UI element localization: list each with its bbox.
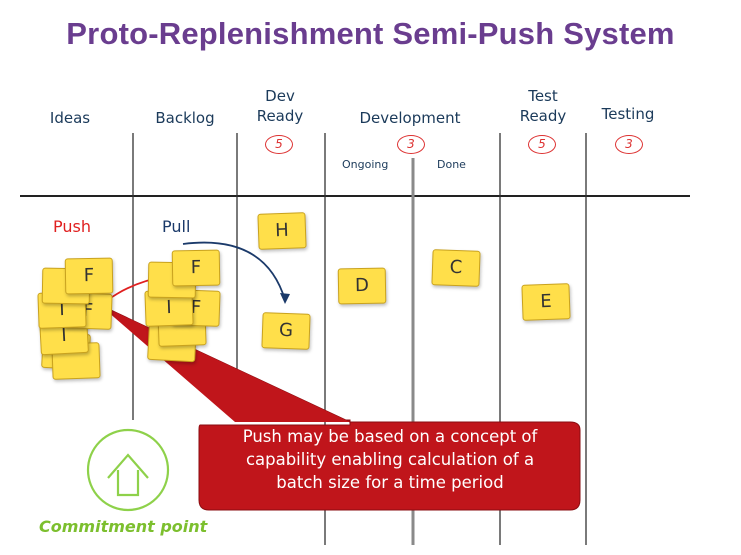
col-testing: Testing [601,105,655,123]
col-ideas: Ideas [49,109,91,127]
col-test-ready-line1: Test [528,87,558,105]
sticky-note-e: E [521,283,571,321]
callout-line: capability enabling calculation of a [245,450,535,469]
pull-label: Pull [162,217,191,236]
col-test-ready: Test Ready [510,86,576,126]
wip-test-ready: 5 [528,135,556,154]
push-label: Push [53,217,91,236]
sticky-note-g: G [261,312,311,350]
col-development: Development [359,109,461,127]
commitment-point-label: Commitment point [39,517,208,536]
wip-testing: 3 [615,135,643,154]
col-dev-ready-line1: Dev [265,87,295,105]
col-dev-ready-line2: Ready [256,107,304,125]
subcol-ongoing: Ongoing [342,158,389,171]
sticky-note: F [64,257,114,295]
wip-development: 3 [397,135,425,154]
sticky-note-h: H [257,212,307,250]
callout-line: batch size for a time period [276,473,504,492]
col-backlog: Backlog [155,109,215,127]
col-dev-ready: Dev Ready [245,86,315,126]
wip-dev-ready: 5 [265,135,293,154]
page-title: Proto-Replenishment Semi-Push System [66,16,675,51]
sticky-note-c: C [431,249,481,287]
sticky-note-d: D [337,267,387,305]
col-test-ready-line2: Ready [519,107,567,125]
callout-text: Push may be based on a concept of capabi… [205,425,575,494]
sticky-note: F [171,249,221,287]
callout-line: Push may be based on a concept of [242,427,538,446]
subcol-done: Done [437,158,466,171]
